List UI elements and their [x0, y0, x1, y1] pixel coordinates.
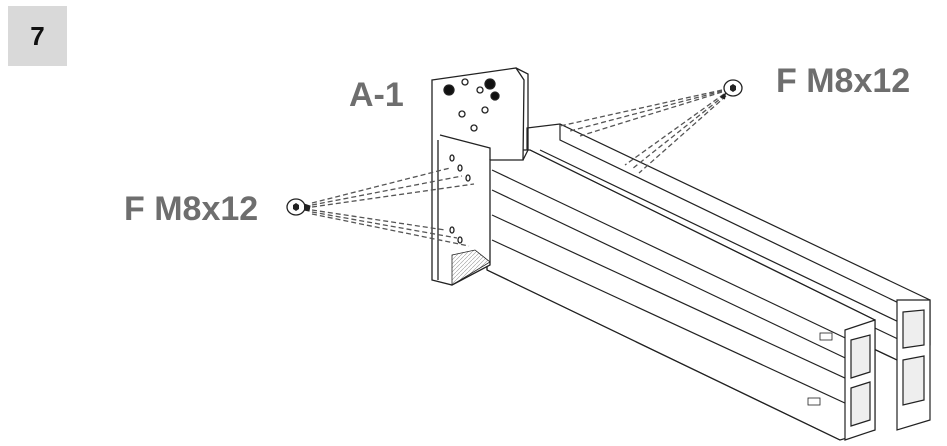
- hex-socket-screw-icon: [286, 198, 311, 216]
- guide-lines-right: [559, 89, 727, 174]
- guide-lines-left: [311, 167, 475, 247]
- step-number-badge: 7: [8, 6, 67, 66]
- screw-label-left: F M8x12: [124, 190, 259, 228]
- step-number: 7: [30, 20, 45, 51]
- part-label-a1: A-1: [349, 76, 404, 114]
- rail-front: [486, 149, 876, 441]
- screw-label-right: F M8x12: [776, 62, 911, 100]
- hex-socket-screw-icon: [720, 79, 743, 100]
- bracket-a1: [431, 67, 529, 286]
